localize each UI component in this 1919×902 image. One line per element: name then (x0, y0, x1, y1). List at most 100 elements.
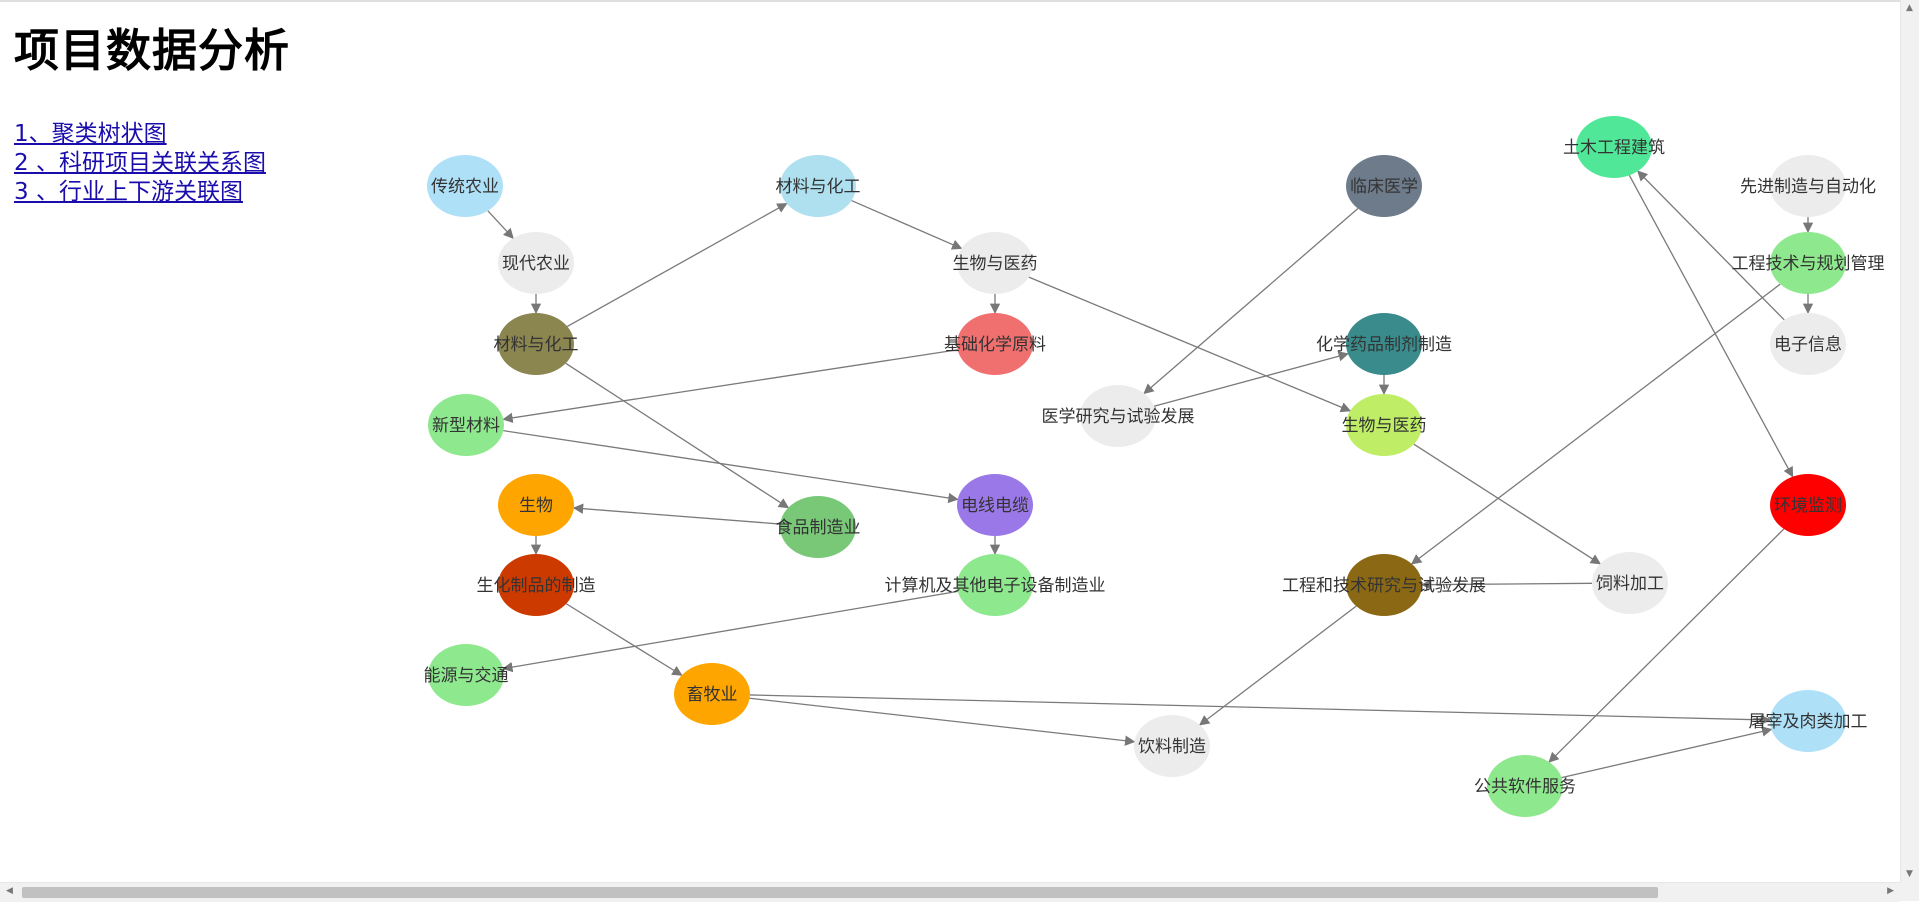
graph-node[interactable]: 屠宰及肉类加工 (1749, 690, 1868, 752)
node-circle[interactable] (780, 155, 856, 217)
node-circle[interactable] (1346, 313, 1422, 375)
graph-node[interactable]: 临床医学 (1346, 155, 1422, 217)
graph-node[interactable]: 食品制造业 (776, 496, 861, 558)
node-label: 工程和技术研究与试验发展 (1282, 576, 1486, 596)
horizontal-scrollbar[interactable]: ◀ ▶ (0, 882, 1900, 902)
node-circle[interactable] (1487, 755, 1563, 817)
graph-node[interactable]: 基础化学原料 (944, 313, 1046, 375)
vertical-scrollbar[interactable]: ▲ ▼ (1900, 0, 1919, 882)
edge-n21-n20 (1420, 579, 1593, 590)
graph-node[interactable]: 饲料加工 (1592, 552, 1668, 614)
node-circle[interactable] (498, 232, 574, 294)
scroll-down-icon[interactable]: ▼ (1906, 869, 1913, 879)
link-cluster-tree[interactable]: 1、聚类树状图 (14, 121, 167, 147)
node-circle[interactable] (674, 663, 750, 725)
graph-node[interactable]: 工程和技术研究与试验发展 (1282, 554, 1486, 616)
graph-node[interactable]: 畜牧业 (674, 663, 750, 725)
node-label: 屠宰及肉类加工 (1749, 712, 1868, 732)
node-label: 基础化学原料 (944, 335, 1046, 355)
node-circle[interactable] (1770, 313, 1846, 375)
node-circle[interactable] (1770, 690, 1846, 752)
node-label: 生物 (519, 496, 553, 516)
scroll-up-icon[interactable]: ▲ (1906, 3, 1913, 13)
node-circle[interactable] (1346, 394, 1422, 456)
graph-node[interactable]: 生物 (498, 474, 574, 536)
graph-node[interactable]: 计算机及其他电子设备制造业 (885, 554, 1106, 616)
node-label: 饲料加工 (1596, 574, 1664, 594)
node-circle[interactable] (498, 474, 574, 536)
node-label: 电子信息 (1774, 335, 1842, 355)
graph-node[interactable]: 材料与化工 (776, 155, 861, 217)
graph-node[interactable]: 土木工程建筑 (1563, 116, 1665, 178)
node-circle[interactable] (1770, 155, 1846, 217)
link-industry-chain-graph[interactable]: 3 、行业上下游关联图 (14, 179, 243, 205)
edge-n12-n4 (502, 349, 958, 424)
graph-node[interactable]: 传统农业 (427, 155, 503, 217)
scroll-left-icon[interactable]: ◀ (6, 886, 13, 896)
edge-n26-n22 (1637, 170, 1785, 321)
node-circle[interactable] (498, 554, 574, 616)
graph-node[interactable]: 电子信息 (1770, 313, 1846, 375)
edge-n20-n15 (1198, 605, 1357, 726)
graph-node[interactable]: 材料与化工 (494, 313, 579, 375)
node-label: 临床医学 (1350, 177, 1418, 197)
graph-node[interactable]: 新型材料 (428, 394, 504, 456)
node-circle[interactable] (1346, 155, 1422, 217)
graph-node[interactable]: 生物与医药 (953, 232, 1038, 294)
node-circle[interactable] (957, 313, 1033, 375)
node-label: 医学研究与试验发展 (1042, 407, 1195, 427)
node-label: 传统农业 (431, 177, 499, 197)
edge-n22-n27 (1628, 175, 1794, 478)
node-circle[interactable] (1080, 385, 1156, 447)
node-label: 材料与化工 (776, 177, 861, 197)
node-circle[interactable] (1134, 715, 1210, 777)
edge-n8-n28 (749, 694, 1772, 726)
graph-node[interactable]: 环境监测 (1770, 474, 1846, 536)
node-label: 新型材料 (432, 416, 500, 436)
edge-n11-n19 (1028, 276, 1352, 413)
edge-n19-n21 (1413, 443, 1602, 565)
node-label: 计算机及其他电子设备制造业 (885, 576, 1106, 596)
edge-n14-n7 (502, 590, 958, 673)
edge-n1-n2 (487, 210, 514, 239)
node-circle[interactable] (1592, 552, 1668, 614)
node-circle[interactable] (428, 644, 504, 706)
node-label: 公共软件服务 (1474, 777, 1576, 797)
node-label: 环境监测 (1774, 496, 1842, 516)
relation-graph[interactable]: 传统农业现代农业材料与化工新型材料生物生化制品的制造能源与交通畜牧业材料与化工食… (0, 0, 1900, 882)
graph-node[interactable]: 现代农业 (498, 232, 574, 294)
edge-n8-n15 (749, 697, 1136, 746)
graph-node[interactable]: 工程技术与规划管理 (1732, 232, 1885, 294)
graph-node[interactable]: 先进制造与自动化 (1740, 155, 1876, 217)
graph-node[interactable]: 饮料制造 (1134, 715, 1210, 777)
graph-node[interactable]: 公共软件服务 (1474, 755, 1576, 817)
node-circle[interactable] (957, 474, 1033, 536)
node-circle[interactable] (1576, 116, 1652, 178)
node-circle[interactable] (957, 554, 1033, 616)
node-circle[interactable] (1346, 554, 1422, 616)
node-label: 化学药品制剂制造 (1316, 335, 1452, 355)
graph-node[interactable]: 电线电缆 (957, 474, 1033, 536)
node-circle[interactable] (498, 313, 574, 375)
scroll-right-icon[interactable]: ▶ (1887, 886, 1894, 896)
horizontal-scroll-thumb[interactable] (22, 887, 1658, 898)
edge-n25-n20 (1410, 283, 1781, 565)
graph-node[interactable]: 能源与交通 (424, 644, 509, 706)
node-circle[interactable] (427, 155, 503, 217)
node-circle[interactable] (780, 496, 856, 558)
graph-node[interactable]: 医学研究与试验发展 (1042, 385, 1195, 447)
node-circle[interactable] (1770, 232, 1846, 294)
edge-n3-n9 (567, 202, 788, 328)
graph-node[interactable]: 化学药品制剂制造 (1316, 313, 1452, 375)
node-circle[interactable] (1770, 474, 1846, 536)
nav-links: 1、聚类树状图 2 、科研项目关联关系图 3 、行业上下游关联图 (14, 120, 266, 207)
graph-node[interactable]: 生物与医药 (1342, 394, 1427, 456)
node-circle[interactable] (957, 232, 1033, 294)
node-label: 畜牧业 (687, 685, 738, 705)
edge-n4-n13 (503, 430, 959, 504)
node-label: 现代农业 (502, 254, 570, 274)
graph-node[interactable]: 生化制品的制造 (477, 554, 596, 616)
link-project-relation-graph[interactable]: 2 、科研项目关联关系图 (14, 150, 266, 176)
node-label: 能源与交通 (424, 666, 509, 686)
node-circle[interactable] (428, 394, 504, 456)
